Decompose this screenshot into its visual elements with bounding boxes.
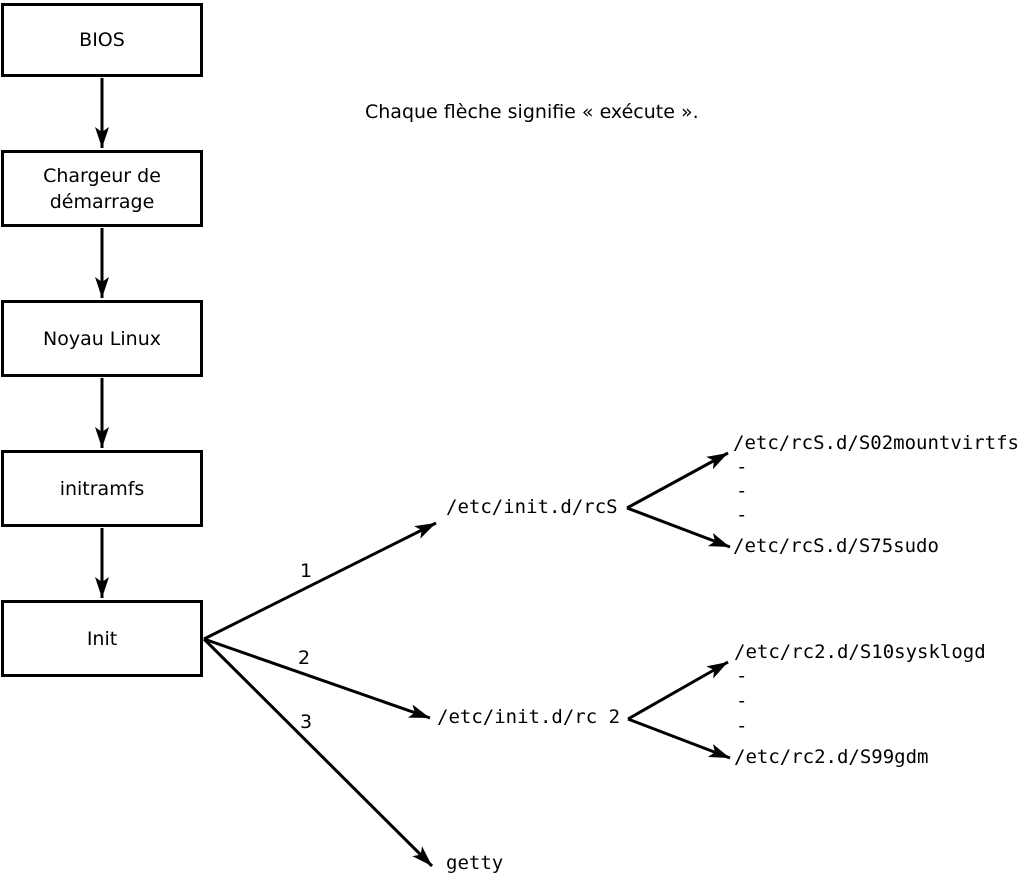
ellipsis-dash: - [736, 456, 748, 478]
node-bootloader: Chargeur de démarrage [1, 150, 203, 227]
arrow-rc2-to-s99 [627, 717, 731, 760]
rc2-ellipsis: - - - [736, 665, 747, 740]
ellipsis-dash: - [736, 715, 748, 737]
node-bios-label: BIOS [79, 29, 125, 51]
node-initramfs: initramfs [1, 450, 203, 527]
node-kernel: Noyau Linux [1, 300, 203, 377]
node-bios: BIOS [1, 3, 203, 77]
arrow-init-to-rc2 [203, 637, 431, 720]
label-init-rcs: /etc/init.d/rcS [446, 496, 618, 518]
branch-number-2: 2 [298, 647, 311, 669]
legend-caption: Chaque flèche signifie « exécute ». [365, 101, 699, 123]
node-init: Init [1, 600, 203, 677]
branch-number-1: 1 [300, 560, 313, 582]
label-getty: getty [446, 852, 504, 874]
label-init-rc2: /etc/init.d/rc 2 [437, 706, 621, 728]
arrow-init-to-rcs [203, 521, 437, 641]
ellipsis-dash: - [736, 480, 748, 502]
label-rcs-first-script: /etc/rcS.d/S02mountvirtfs [733, 432, 1019, 454]
branch-number-3: 3 [300, 711, 313, 733]
ellipsis-dash: - [736, 504, 748, 526]
node-kernel-label: Noyau Linux [43, 327, 161, 350]
arrow-rc2-to-s10 [627, 660, 729, 721]
rcs-ellipsis: - - - [736, 456, 747, 528]
ellipsis-dash: - [736, 690, 748, 712]
ellipsis-dash: - [736, 665, 748, 687]
label-rc2-last-script: /etc/rc2.d/S99gdm [734, 746, 929, 768]
label-rcs-last-script: /etc/rcS.d/S75sudo [733, 535, 939, 557]
node-bootloader-label: Chargeur de démarrage [43, 164, 161, 213]
arrow-rcs-to-s02 [626, 451, 729, 510]
arrow-init-to-getty [202, 637, 434, 868]
arrow-rcs-to-s75 [626, 506, 731, 549]
node-init-label: Init [86, 627, 118, 650]
label-rc2-first-script: /etc/rc2.d/S10sysklogd [734, 641, 986, 663]
node-initramfs-label: initramfs [59, 477, 145, 500]
